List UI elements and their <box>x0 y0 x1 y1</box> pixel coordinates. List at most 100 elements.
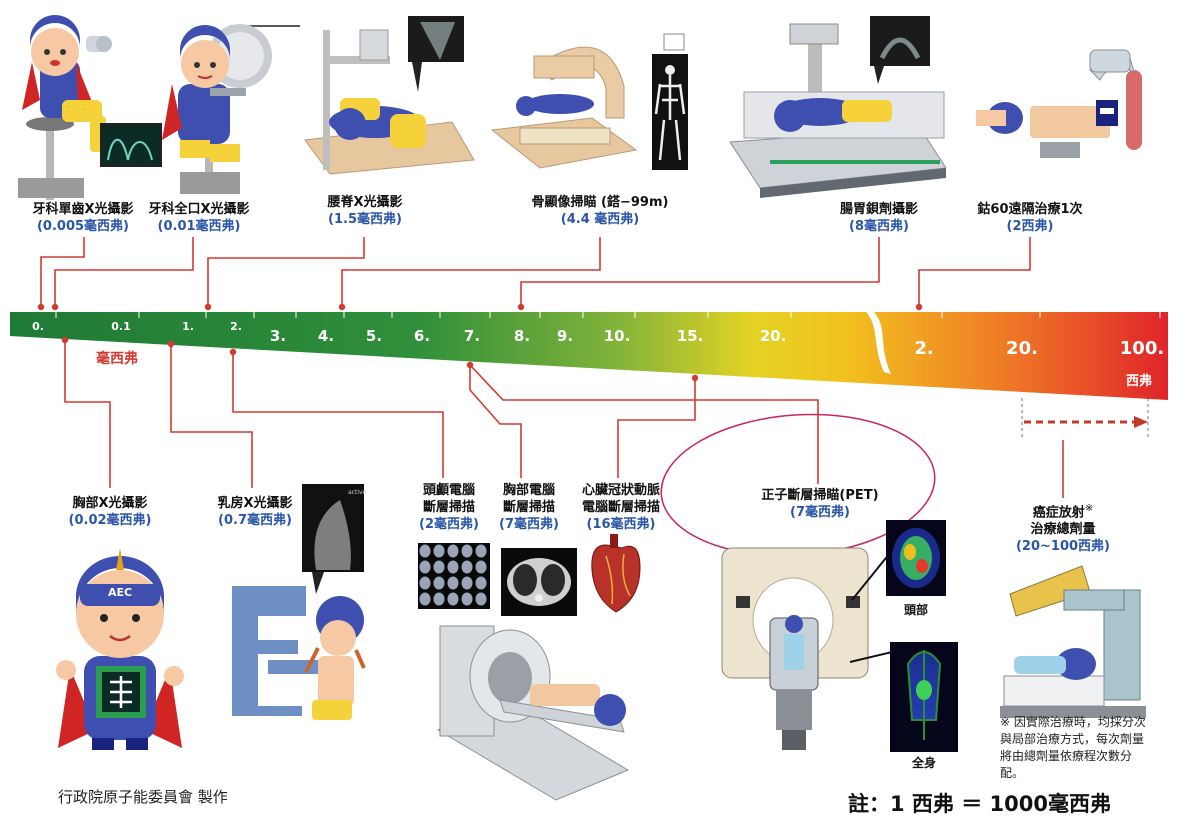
item-name-1: 胸部電腦 <box>502 483 555 498</box>
item-name: 牙科全口X光攝影 <box>148 202 250 217</box>
ct-slice <box>447 560 459 574</box>
tick-label-msv-7: 6. <box>413 327 431 345</box>
dot <box>51 303 59 311</box>
dental-panoramic-xray-illustration <box>162 24 300 194</box>
dental-single-xray-illustration <box>18 15 162 200</box>
item-dose: (0.005毫西弗) <box>36 219 129 234</box>
mammography-illustration: active <box>232 484 367 720</box>
connector-barium <box>520 237 880 307</box>
item-name-2: 斷層掃描 <box>422 500 475 515</box>
ct-slice <box>419 560 431 574</box>
dot <box>204 303 212 311</box>
item-name: 正子斷層掃瞄(PET) <box>761 488 879 503</box>
item-name: 胸部X光攝影 <box>72 496 148 511</box>
item-name-2: 治療總劑量 <box>1030 522 1096 538</box>
item-dose: (16毫西弗) <box>586 517 656 532</box>
bottom-item-cardiac-ct: 心臟冠狀動脈 電腦斷層掃描 (16毫西弗) <box>566 482 676 533</box>
connector-chest-ct <box>469 365 522 478</box>
heart-icon <box>591 534 641 613</box>
bottom-item-pet: 正子斷層掃瞄(PET) (7毫西弗) <box>735 487 905 521</box>
dot <box>338 303 346 311</box>
bottom-item-chest-ct: 胸部電腦 斷層掃描 (7毫西弗) <box>484 482 574 533</box>
item-dose: (7毫西弗) <box>790 505 850 520</box>
item-name: 腰脊X光攝影 <box>327 195 403 210</box>
item-name-1: 癌症放射※ <box>1032 503 1094 521</box>
mammo-tag: active <box>348 489 367 496</box>
tick-label-msv-13: 20. <box>759 327 787 345</box>
tick-label-msv-10: 9. <box>556 327 574 345</box>
ct-slice <box>475 560 487 574</box>
dot <box>37 303 45 311</box>
item-dose: (0.7毫西弗) <box>218 513 292 528</box>
ct-slice <box>475 592 487 606</box>
item-dose: (8毫西弗) <box>849 219 909 234</box>
ct-slice <box>433 560 445 574</box>
top-item-lumbar: 腰脊X光攝影 (1.5毫西弗) <box>300 194 430 228</box>
ct-slice <box>461 544 473 558</box>
tick-label-msv-1: 0.1 <box>111 320 131 333</box>
top-item-dental-single: 牙科單齒X光攝影 (0.005毫西弗) <box>10 201 156 235</box>
bottom-item-radiotherapy: 癌症放射※ 治療總劑量 (20~100西弗) <box>1008 500 1118 555</box>
chest-ct-image-icon <box>501 548 577 616</box>
radiotherapy-illustration <box>1000 565 1146 718</box>
ct-slice <box>461 560 473 574</box>
item-name: 腸胃鋇劑攝影 <box>839 202 918 217</box>
chest-xray-mascot-illustration: AEC <box>56 548 184 750</box>
ct-slice <box>475 576 487 590</box>
tick-label-msv-9: 8. <box>513 327 531 345</box>
cobalt60-teletherapy-illustration <box>976 49 1142 158</box>
ct-slice <box>433 544 445 558</box>
item-name: 鈷60遠隔治療1次 <box>977 202 1083 217</box>
connector-dots <box>37 303 923 382</box>
ct-slice <box>433 592 445 606</box>
tick-label-msv-6: 5. <box>365 327 383 345</box>
unit-sv-label: 西弗 <box>1126 374 1153 389</box>
ct-slice <box>447 544 459 558</box>
tick-label-sv-1: 20. <box>1006 338 1038 359</box>
lumbar-xray-illustration <box>304 16 475 175</box>
mascot-badge: AEC <box>108 586 132 599</box>
ct-slice <box>447 576 459 590</box>
top-item-barium: 腸胃鋇劑攝影 (8毫西弗) <box>804 201 954 235</box>
bone-scan-illustration <box>490 33 688 170</box>
bottom-item-head-ct: 頭顱電腦 斷層掃描 (2毫西弗) <box>404 482 494 533</box>
top-item-cobalt: 鈷60遠隔治療1次 (2西弗) <box>960 201 1100 235</box>
connector-lumbar <box>207 237 365 307</box>
connector-cardiac-ct <box>617 378 696 478</box>
item-name: 牙科單齒X光攝影 <box>32 202 134 217</box>
tick-label-msv-2: 1. <box>182 320 194 333</box>
head-ct-slices-icon <box>418 543 490 609</box>
dot <box>229 348 237 356</box>
unit-msv-label: 毫西弗 <box>96 351 138 367</box>
connector-dental-panoramic <box>54 237 194 307</box>
item-name-2: 電腦斷層掃描 <box>581 500 660 515</box>
ct-slice <box>447 592 459 606</box>
connector-chest-xray <box>64 340 111 488</box>
dot <box>61 336 69 344</box>
top-item-dental-panoramic: 牙科全口X光攝影 (0.01毫西弗) <box>126 201 272 235</box>
ct-slice <box>461 576 473 590</box>
item-dose: (0.01毫西弗) <box>157 219 241 234</box>
connector-dental-single <box>40 237 85 307</box>
ct-slice <box>433 576 445 590</box>
item-name: 骨顯像掃瞄 (鎝−99m) <box>531 195 669 210</box>
footnote-mark: ※ <box>1084 503 1094 514</box>
scale-break <box>866 312 891 374</box>
bottom-item-mammography: 乳房X光攝影 (0.7毫西弗) <box>190 495 320 529</box>
item-dose: (7毫西弗) <box>499 517 559 532</box>
connector-head-ct <box>232 352 444 478</box>
ct-slice <box>461 592 473 606</box>
pet-body-label: 全身 <box>911 756 936 770</box>
connector-pet <box>469 364 819 484</box>
item-dose: (0.02毫西弗) <box>68 513 152 528</box>
item-dose: (2西弗) <box>1006 219 1054 234</box>
credit: 行政院原子能委員會 製作 <box>58 788 228 806</box>
ct-slice <box>419 576 431 590</box>
ct-scanner-illustration <box>436 625 630 801</box>
tick-label-msv-8: 7. <box>463 327 481 345</box>
ct-slice <box>419 592 431 606</box>
ct-slice <box>419 544 431 558</box>
tick-label-msv-4: 3. <box>269 327 287 345</box>
